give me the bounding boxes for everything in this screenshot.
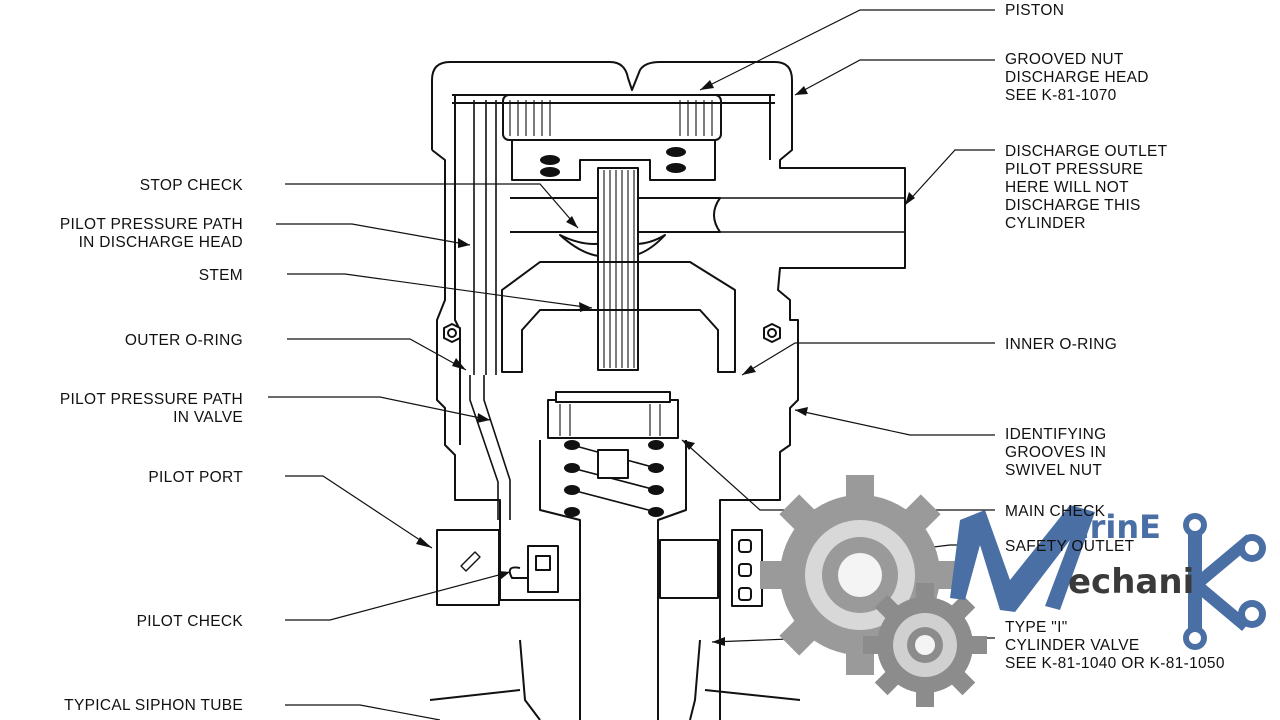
wrench-k-icon bbox=[1183, 513, 1266, 650]
watermark-line2: echani bbox=[1068, 562, 1195, 602]
label-piston: PISTON bbox=[1005, 2, 1065, 19]
letter-m-logo bbox=[950, 505, 1095, 612]
label-stem: STEM bbox=[198, 267, 243, 284]
label-inner-oring: INNER O-RING bbox=[1005, 336, 1118, 353]
label-siphon-tube: TYPICAL SIPHON TUBE bbox=[64, 697, 243, 714]
label-safety-outlet: SAFETY OUTLET bbox=[1005, 538, 1135, 555]
watermark-line1: arinE bbox=[1068, 508, 1161, 546]
label-identifying-grooves: IDENTIFYING GROOVES IN SWIVEL NUT bbox=[1005, 426, 1107, 479]
label-pilot-check: PILOT CHECK bbox=[136, 613, 243, 630]
leader-arrowheads bbox=[416, 80, 915, 646]
label-pilot-path-head: PILOT PRESSURE PATH IN DISCHARGE HEAD bbox=[59, 216, 243, 251]
leader-lines bbox=[268, 9, 995, 720]
valve-body-drawing bbox=[429, 61, 906, 720]
label-outer-oring: OUTER O-RING bbox=[124, 332, 243, 349]
small-gear-icon bbox=[863, 583, 987, 707]
label-cylinder-valve: TYPE "I" CYLINDER VALVE SEE K-81-1040 OR… bbox=[1005, 619, 1225, 672]
label-stop-check: STOP CHECK bbox=[139, 177, 243, 194]
label-grooved-nut: GROOVED NUT DISCHARGE HEAD SEE K-81-1070 bbox=[1005, 51, 1149, 104]
label-main-check: MAIN CHECK bbox=[1005, 503, 1106, 520]
label-pilot-port: PILOT PORT bbox=[148, 469, 243, 486]
label-pilot-path-valve: PILOT PRESSURE PATH IN VALVE bbox=[59, 391, 243, 426]
label-discharge-outlet: DISCHARGE OUTLET PILOT PRESSURE HERE WIL… bbox=[1005, 143, 1168, 232]
watermark-gears bbox=[760, 475, 1266, 707]
